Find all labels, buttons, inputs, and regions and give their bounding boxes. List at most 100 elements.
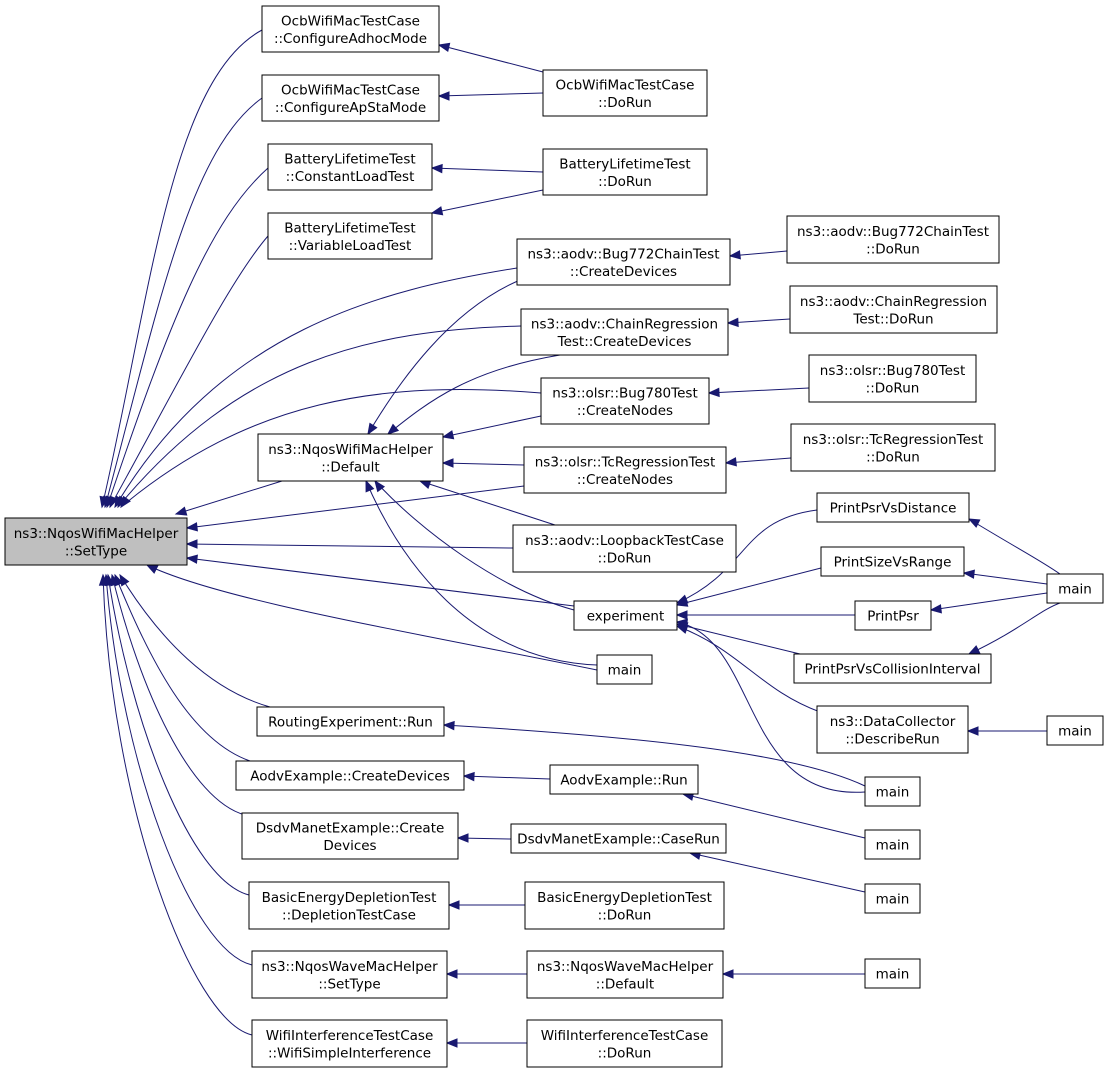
edge-bug772_cd-to-root xyxy=(114,267,518,508)
edge-bug780_cn-to-root xyxy=(120,389,542,508)
edge-ocb_adhoc-to-root xyxy=(101,29,263,508)
arrowhead-icon xyxy=(174,506,188,516)
node-chain-cd[interactable]: ns3::aodv::ChainRegressionTest::CreateDe… xyxy=(520,308,729,356)
node-box xyxy=(241,812,459,860)
edge-dc_describe-to-experiment xyxy=(676,625,821,713)
node-bug780-dr[interactable]: ns3::olsr::Bug780Test::DoRun xyxy=(808,354,977,403)
node-wave-def[interactable]: ns3::NqosWaveMacHelper::Default xyxy=(526,950,724,999)
node-label: PrintSizeVsRange xyxy=(834,555,952,571)
arrowhead-icon xyxy=(728,250,741,260)
node-root[interactable]: ns3::NqosWifiMacHelper::SetType xyxy=(4,517,188,566)
arrowhead-icon xyxy=(445,1038,458,1048)
node-dsdv-cr[interactable]: DsdvManetExample::CaseRun xyxy=(510,823,727,854)
node-label: main xyxy=(1058,724,1092,740)
node-bed-dr[interactable]: BasicEnergyDepletionTest::DoRun xyxy=(524,881,725,930)
node-nqos-default[interactable]: ns3::NqosWifiMacHelper::Default xyxy=(257,433,444,482)
node-ocb-dorun[interactable]: OcbWifiMacTestCase::DoRun xyxy=(542,69,708,117)
node-aodv-cd[interactable]: AodvExample::CreateDevices xyxy=(235,760,465,791)
node-bed-dtc[interactable]: BasicEnergyDepletionTest::DepletionTestC… xyxy=(248,881,450,930)
node-label: ::CreateNodes xyxy=(577,472,673,488)
call-graph-nodes: ns3::NqosWifiMacHelper::SetType OcbWifiMa… xyxy=(4,5,1104,1068)
node-box xyxy=(4,517,188,566)
node-label: ns3::aodv::LoopbackTestCase xyxy=(525,533,724,549)
node-ocb-adhoc[interactable]: OcbWifiMacTestCase::ConfigureAdhocMode xyxy=(261,5,440,53)
arrowhead-icon xyxy=(675,624,689,634)
node-dsdv-cd[interactable]: DsdvManetExample::CreateDevices xyxy=(241,812,459,860)
node-bug772-cd[interactable]: ns3::aodv::Bug772ChainTest::CreateDevice… xyxy=(516,238,731,286)
arrowhead-icon xyxy=(962,569,975,579)
node-box xyxy=(864,776,921,807)
edge-loopback-to-nqos_default xyxy=(419,480,556,526)
arrowhead-icon xyxy=(430,163,443,174)
call-graph-edges xyxy=(98,29,1061,1048)
node-wave-st[interactable]: ns3::NqosWaveMacHelper::SetType xyxy=(251,950,448,999)
node-tc-cn[interactable]: ns3::olsr::TcRegressionTest::CreateNodes xyxy=(523,446,727,494)
edge-bat_var-to-root xyxy=(109,235,269,508)
node-main-mid[interactable]: main xyxy=(596,654,653,685)
node-dc-describe[interactable]: ns3::DataCollector::DescribeRun xyxy=(816,705,969,754)
node-label: ns3::olsr::Bug780Test xyxy=(820,363,965,379)
node-bat-var[interactable]: BatteryLifetimeTest::VariableLoadTest xyxy=(267,212,433,260)
arrowhead-icon xyxy=(418,480,432,489)
node-bat-const[interactable]: BatteryLifetimeTest::ConstantLoadTest xyxy=(267,143,433,191)
node-size-range[interactable]: PrintSizeVsRange xyxy=(820,546,965,577)
edge-tc_cn-to-nqos_default xyxy=(442,462,525,466)
node-box xyxy=(596,654,653,685)
edge-experiment-to-nqos_default xyxy=(374,480,575,611)
node-label: ns3::olsr::TcRegressionTest xyxy=(803,432,984,448)
arrowhead-icon xyxy=(437,42,451,53)
node-box xyxy=(864,883,921,914)
edge-psr_coll-to-experiment xyxy=(676,623,801,655)
arrowhead-icon xyxy=(185,522,198,532)
node-aodv-run[interactable]: AodvExample::Run xyxy=(549,764,699,795)
node-box xyxy=(542,69,708,117)
node-main-dc[interactable]: main xyxy=(1046,715,1104,746)
node-label: ns3::olsr::TcRegressionTest xyxy=(535,454,716,470)
node-box xyxy=(512,524,737,573)
node-loopback[interactable]: ns3::aodv::LoopbackTestCase::DoRun xyxy=(512,524,737,573)
edge-wifi_si-to-root xyxy=(102,574,253,1036)
arrowhead-icon xyxy=(386,423,400,435)
node-ocb-apsta[interactable]: OcbWifiMacTestCase::ConfigureApStaMode xyxy=(261,74,440,122)
edge-bat_const-to-root xyxy=(106,167,269,508)
node-bat-dorun[interactable]: BatteryLifetimeTest::DoRun xyxy=(542,148,708,196)
node-label: PrintPsr xyxy=(867,609,919,625)
node-label: OcbWifiMacTestCase xyxy=(281,13,420,29)
node-tc-dr[interactable]: ns3::olsr::TcRegressionTest::DoRun xyxy=(790,423,996,472)
node-bug772-dr[interactable]: ns3::aodv::Bug772ChainTest::DoRun xyxy=(786,215,1000,264)
node-label: ns3::NqosWaveMacHelper xyxy=(537,959,714,975)
node-main-psr[interactable]: main xyxy=(1046,573,1104,604)
edge-main_rout-to-rout_run xyxy=(443,724,866,787)
node-psr-dist[interactable]: PrintPsrVsDistance xyxy=(816,492,970,523)
node-print-psr[interactable]: PrintPsr xyxy=(854,600,932,631)
node-main-dsdv[interactable]: main xyxy=(864,883,921,914)
arrowhead-icon xyxy=(966,726,979,736)
node-box xyxy=(248,881,450,930)
arrowhead-icon xyxy=(967,518,981,528)
arrowhead-icon xyxy=(456,833,469,843)
edge-wave_st-to-root xyxy=(105,574,253,966)
node-box xyxy=(516,238,731,286)
node-box xyxy=(251,1019,448,1068)
node-box xyxy=(790,423,996,472)
node-label: main xyxy=(608,663,642,679)
node-bug780-cn[interactable]: ns3::olsr::Bug780Test::CreateNodes xyxy=(540,377,710,425)
edge-main_mid-to-nqos_default xyxy=(365,480,598,666)
node-rout-run[interactable]: RoutingExperiment::Run xyxy=(256,706,445,737)
node-wifi-si[interactable]: WifiInterferenceTestCase::WifiSimpleInte… xyxy=(251,1019,448,1068)
node-box xyxy=(251,950,448,999)
node-box xyxy=(786,215,1000,264)
node-box xyxy=(510,823,727,854)
node-main-rout[interactable]: main xyxy=(864,776,921,807)
node-label: main xyxy=(876,892,910,908)
node-main-wave[interactable]: main xyxy=(864,958,921,989)
node-wifi-dr[interactable]: WifiInterferenceTestCase::DoRun xyxy=(526,1019,723,1068)
node-label: BatteryLifetimeTest xyxy=(284,151,415,167)
edge-ocb_dorun-to-ocb_adhoc xyxy=(438,44,544,73)
node-label: ::DoRun xyxy=(598,95,652,111)
node-psr-coll[interactable]: PrintPsrVsCollisionInterval xyxy=(793,653,992,684)
node-main-aodv[interactable]: main xyxy=(864,829,921,860)
node-label: ::CreateNodes xyxy=(577,403,673,419)
node-experiment[interactable]: experiment xyxy=(573,600,678,631)
